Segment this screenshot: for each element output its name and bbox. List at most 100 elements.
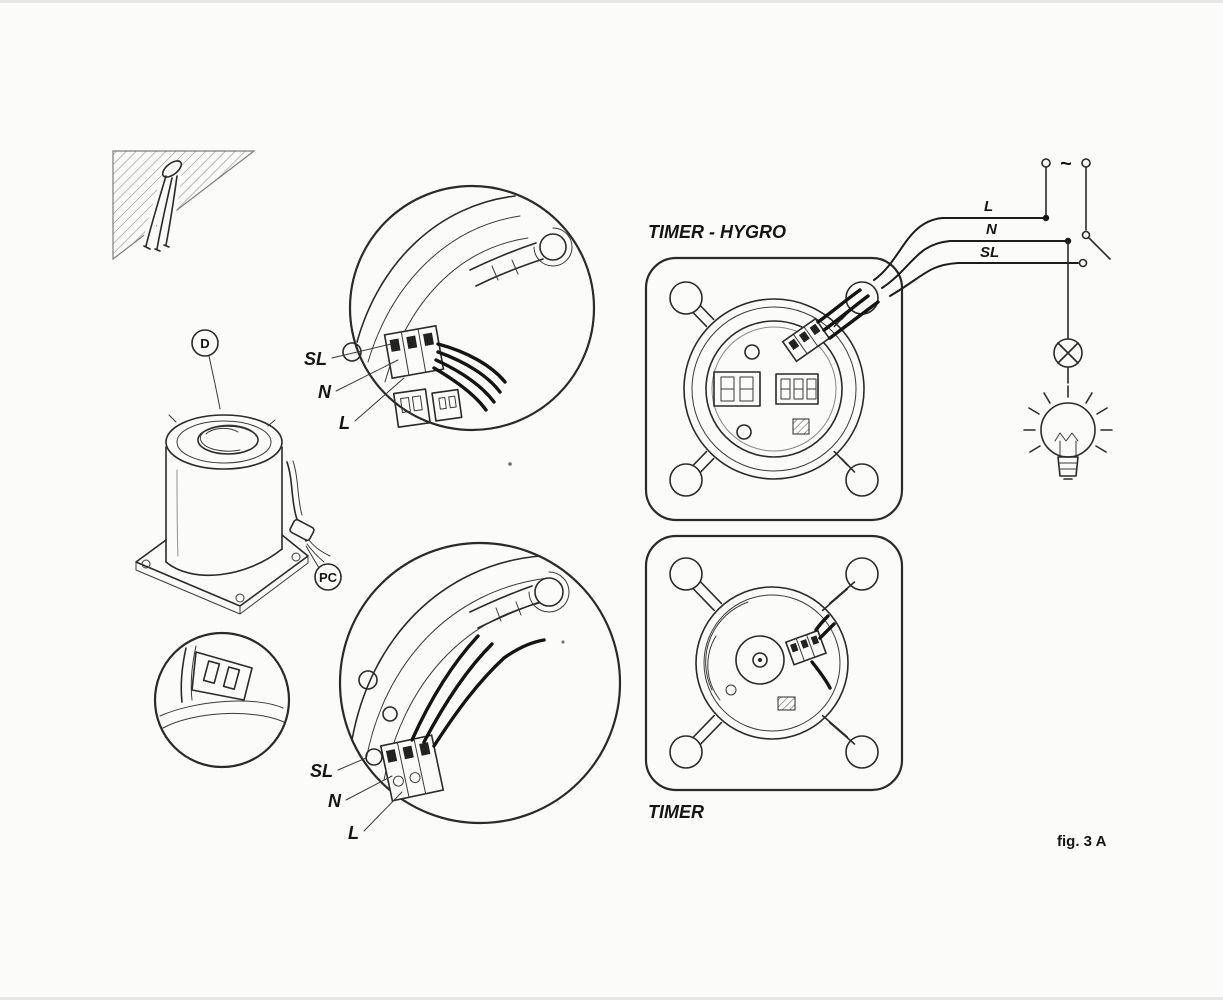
anchor-head xyxy=(161,160,183,178)
cover-screw xyxy=(744,344,760,360)
pc-label: PC xyxy=(319,570,338,585)
leader-line xyxy=(335,359,399,392)
cable-clamp xyxy=(289,518,315,542)
schematic-label-sl: SL xyxy=(980,244,999,261)
schematic-label-n: N xyxy=(986,221,998,238)
plate-hole xyxy=(235,593,245,603)
terminal-label-l: L xyxy=(339,413,350,433)
timer-hygro-title: TIMER - HYGRO xyxy=(648,222,786,242)
ac-symbol: ~ xyxy=(1060,153,1072,175)
fan-cover xyxy=(705,320,843,458)
latch-knob xyxy=(539,233,567,261)
terminal-label-n: N xyxy=(318,382,332,402)
screw-hole xyxy=(382,706,398,722)
detail-circle xyxy=(348,184,596,432)
leader-line xyxy=(354,377,405,422)
wire xyxy=(432,656,506,748)
leader-line xyxy=(363,791,403,832)
junction xyxy=(1042,214,1050,222)
bracket-slot xyxy=(202,660,221,685)
bulb-icon xyxy=(1023,385,1113,480)
corner-screw xyxy=(669,463,703,497)
detail-circle xyxy=(338,541,622,825)
screw-hole xyxy=(358,670,378,690)
plate-hole xyxy=(141,559,151,569)
fan-ring xyxy=(683,298,865,480)
motor-hub xyxy=(735,635,785,685)
terminal-block xyxy=(383,324,445,380)
fan-face-timer-hygro: TIMER - HYGRO xyxy=(644,222,904,522)
leader-line xyxy=(337,757,367,771)
terminal-block xyxy=(379,734,445,802)
timer-title: TIMER xyxy=(648,802,704,822)
circuit-schematic: ~ L N SL xyxy=(873,153,1113,480)
wire-l xyxy=(873,217,1047,281)
terminal-label-sl: SL xyxy=(304,349,327,369)
figure-caption: fig. 3 A xyxy=(1057,833,1107,850)
connector xyxy=(777,696,796,711)
wire xyxy=(422,642,494,744)
leader-line xyxy=(331,343,392,359)
scan-edge-bottom xyxy=(0,997,1223,1000)
anchor-legs xyxy=(143,175,178,252)
terminal-label-l: L xyxy=(348,823,359,843)
cover-screw xyxy=(736,424,752,440)
terminal-block xyxy=(784,629,828,666)
corner-screw xyxy=(845,463,879,497)
switch xyxy=(1078,230,1111,268)
fan-frame xyxy=(644,256,904,522)
screw-hole xyxy=(725,684,737,696)
mounting-bracket-detail xyxy=(153,631,291,769)
corner-screw xyxy=(669,735,703,769)
wire xyxy=(814,614,830,632)
fan-unit-illustration: D PC xyxy=(135,329,342,615)
d-leader-line xyxy=(208,355,221,410)
wire xyxy=(434,358,496,404)
d-label-circle xyxy=(191,329,219,357)
bracket-slot xyxy=(222,666,241,691)
corner-screw xyxy=(845,557,879,591)
fan-frame xyxy=(644,534,904,792)
digital-display-left xyxy=(713,371,761,407)
cross-struts xyxy=(692,305,856,473)
latch-knob xyxy=(534,577,564,607)
bracket-arm xyxy=(191,651,253,701)
terminal-label-sl: SL xyxy=(310,761,333,781)
terminal-label-n: N xyxy=(328,791,342,811)
schematic-label-l: L xyxy=(984,198,993,215)
wire xyxy=(410,634,480,742)
wire xyxy=(432,366,488,412)
wire xyxy=(828,300,880,340)
pc-leader-line xyxy=(305,545,320,569)
ceiling-anchor-illustration xyxy=(112,150,256,261)
corner-screw xyxy=(669,281,703,315)
canister-rim xyxy=(165,414,283,470)
dip-switch xyxy=(792,418,810,435)
scan-edge-top xyxy=(0,0,1223,3)
wire xyxy=(436,350,502,394)
cross-struts xyxy=(692,581,856,745)
wire xyxy=(816,288,862,324)
wire xyxy=(502,638,546,660)
canister-bottom xyxy=(165,548,283,577)
connector-housings xyxy=(392,388,463,428)
fan-face-timer: TIMER xyxy=(644,534,904,822)
scan-speck xyxy=(561,640,565,644)
wire xyxy=(818,622,836,640)
detail-circle xyxy=(153,631,291,769)
wire xyxy=(810,660,832,690)
wiring-detail-top: SL N L xyxy=(304,184,596,466)
d-label: D xyxy=(200,336,209,351)
plate-hole xyxy=(291,552,301,562)
wire-n xyxy=(881,240,1069,289)
terminal-block xyxy=(781,317,831,363)
scan-speck xyxy=(508,462,512,466)
screw-hole xyxy=(342,342,362,362)
wiring-detail-bottom: SL N L xyxy=(310,541,622,843)
wire xyxy=(822,294,870,332)
pc-label-circle xyxy=(314,563,342,591)
corner-screw xyxy=(845,735,879,769)
corner-screw xyxy=(669,557,703,591)
